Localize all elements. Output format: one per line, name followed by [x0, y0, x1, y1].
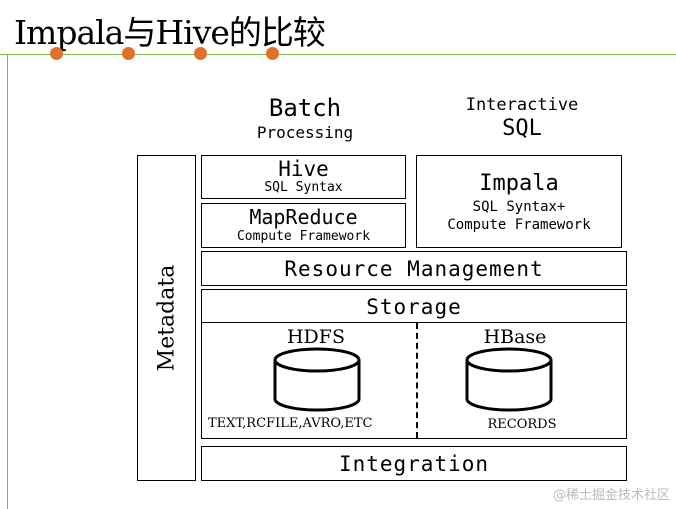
bullet-dot-icon	[122, 47, 135, 60]
mapreduce-name: MapReduce	[249, 205, 358, 229]
mapreduce-sub: Compute Framework	[236, 229, 371, 244]
integration-label: Integration	[338, 451, 490, 476]
impala-name: Impala	[479, 170, 559, 196]
interactive-heading-line1: Interactive	[465, 95, 579, 115]
hive-name: Hive	[278, 157, 329, 181]
storage-content-box	[201, 322, 627, 439]
interactive-heading-line2: SQL	[502, 116, 542, 141]
hive-box: Hive SQL Syntax	[201, 155, 406, 199]
mapreduce-box: MapReduce Compute Framework	[201, 203, 406, 248]
left-rule	[7, 54, 8, 509]
hbase-formats: RECORDS	[487, 417, 557, 432]
batch-heading-line1: Batch	[268, 94, 342, 122]
hdfs-label: HDFS	[286, 326, 345, 348]
watermark: @稀土掘金技术社区	[552, 488, 670, 503]
impala-box: Impala SQL Syntax+ Compute Framework	[416, 155, 622, 248]
bullet-dot-icon	[266, 47, 279, 60]
resource-management-box: Resource Management	[201, 251, 627, 286]
batch-heading-line2: Processing	[256, 123, 354, 142]
bullet-dot-icon	[50, 47, 63, 60]
interactive-heading: Interactive SQL	[440, 94, 604, 142]
integration-box: Integration	[201, 446, 627, 481]
slide-title: Impala与Hive的比较	[14, 13, 326, 52]
hive-sub: SQL Syntax	[264, 180, 343, 195]
metadata-label: Metadata	[154, 264, 179, 372]
metadata-box: Metadata	[137, 155, 196, 481]
storage-label: Storage	[366, 294, 462, 319]
storage-header-box: Storage	[201, 289, 627, 324]
hbase-label: HBase	[483, 326, 547, 348]
bullet-dot-icon	[194, 47, 207, 60]
resource-management-label: Resource Management	[284, 256, 544, 281]
storage-divider	[416, 323, 418, 438]
batch-heading: Batch Processing	[240, 94, 370, 144]
impala-sub2: Compute Framework	[447, 216, 591, 233]
impala-sub1: SQL Syntax+	[472, 198, 566, 215]
header-rule	[0, 54, 676, 55]
hdfs-cylinder-icon	[273, 347, 361, 412]
hbase-cylinder-icon	[465, 347, 553, 412]
hdfs-formats: TEXT,RCFILE,AVRO,ETC	[208, 416, 373, 431]
